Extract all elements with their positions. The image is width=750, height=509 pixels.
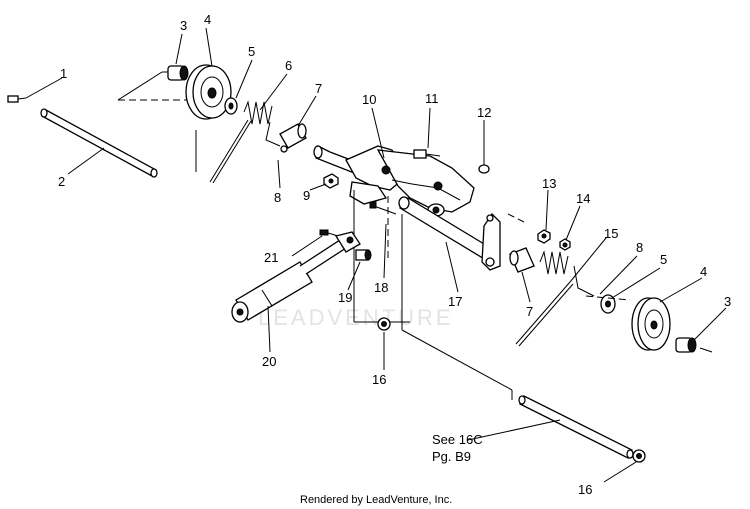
callout-8-right: 8 (636, 240, 643, 255)
part-7-sleeve-right (509, 247, 535, 273)
part-21-pin (319, 229, 339, 237)
callout-21: 21 (264, 250, 278, 265)
callout-1: 1 (60, 66, 67, 81)
callout-12: 12 (477, 105, 491, 120)
callout-13: 13 (542, 176, 556, 191)
callout-15: 15 (604, 226, 618, 241)
part-15-spring-right (515, 250, 595, 347)
callout-10: 10 (362, 92, 376, 107)
part-2-pin (40, 108, 158, 178)
callout-7: 7 (315, 81, 322, 96)
part-11-bolt (413, 149, 441, 159)
part-20-shock (231, 231, 361, 323)
part-7-sleeve-left (279, 123, 307, 149)
callout-2: 2 (58, 174, 65, 189)
callout-16-bottom: 16 (578, 482, 592, 497)
part-16-washer-bottom (632, 449, 646, 463)
callout-11: 11 (425, 91, 439, 106)
callout-16-center: 16 (372, 372, 386, 387)
callout-5: 5 (248, 44, 255, 59)
callout-5-right: 5 (660, 252, 667, 267)
footer-credit: Rendered by LeadVenture, Inc. (300, 494, 452, 506)
part-pin-bottom (518, 395, 634, 459)
reference-note-line2: Pg. B9 (432, 449, 471, 464)
callout-6: 6 (285, 58, 292, 73)
part-3-bushing-left (167, 65, 189, 81)
callout-3: 3 (180, 18, 187, 33)
outline-left (117, 71, 197, 172)
part-12-nut (478, 164, 490, 174)
callout-8: 8 (274, 190, 281, 205)
callout-18: 18 (374, 280, 388, 295)
part-16-washer-center (377, 317, 391, 331)
part-14-nut (559, 238, 571, 251)
reference-note-line1: See 16C (432, 432, 483, 447)
callout-4-right: 4 (700, 264, 707, 279)
part-5-washer-right (600, 294, 616, 314)
part-5-washer-left (224, 97, 238, 115)
part-6-spring-left (209, 100, 288, 184)
callout-4: 4 (204, 12, 211, 27)
part-1-bolt (7, 95, 27, 103)
part-4-roller-left (185, 64, 232, 120)
part-17-shaft (398, 196, 501, 271)
part-13-nut (537, 229, 551, 244)
callout-3-right: 3 (724, 294, 731, 309)
part-18-bolt (369, 201, 397, 215)
part-9-nut (323, 173, 339, 189)
part-4-roller-right (631, 297, 671, 351)
part-19-bushing (355, 249, 372, 261)
callout-19: 19 (338, 290, 352, 305)
guide-lines-right (585, 295, 713, 353)
watermark-text: LEADVENTURE (258, 305, 454, 330)
part-3-bushing-right (675, 337, 697, 353)
callout-17: 17 (448, 294, 462, 309)
guide-lines-center (353, 190, 525, 400)
callout-14: 14 (576, 191, 590, 206)
part-10-pivot-bracket (313, 145, 475, 217)
callout-7-right: 7 (526, 304, 533, 319)
callout-20: 20 (262, 354, 276, 369)
callout-9: 9 (303, 188, 310, 203)
leader-lines (25, 27, 727, 483)
